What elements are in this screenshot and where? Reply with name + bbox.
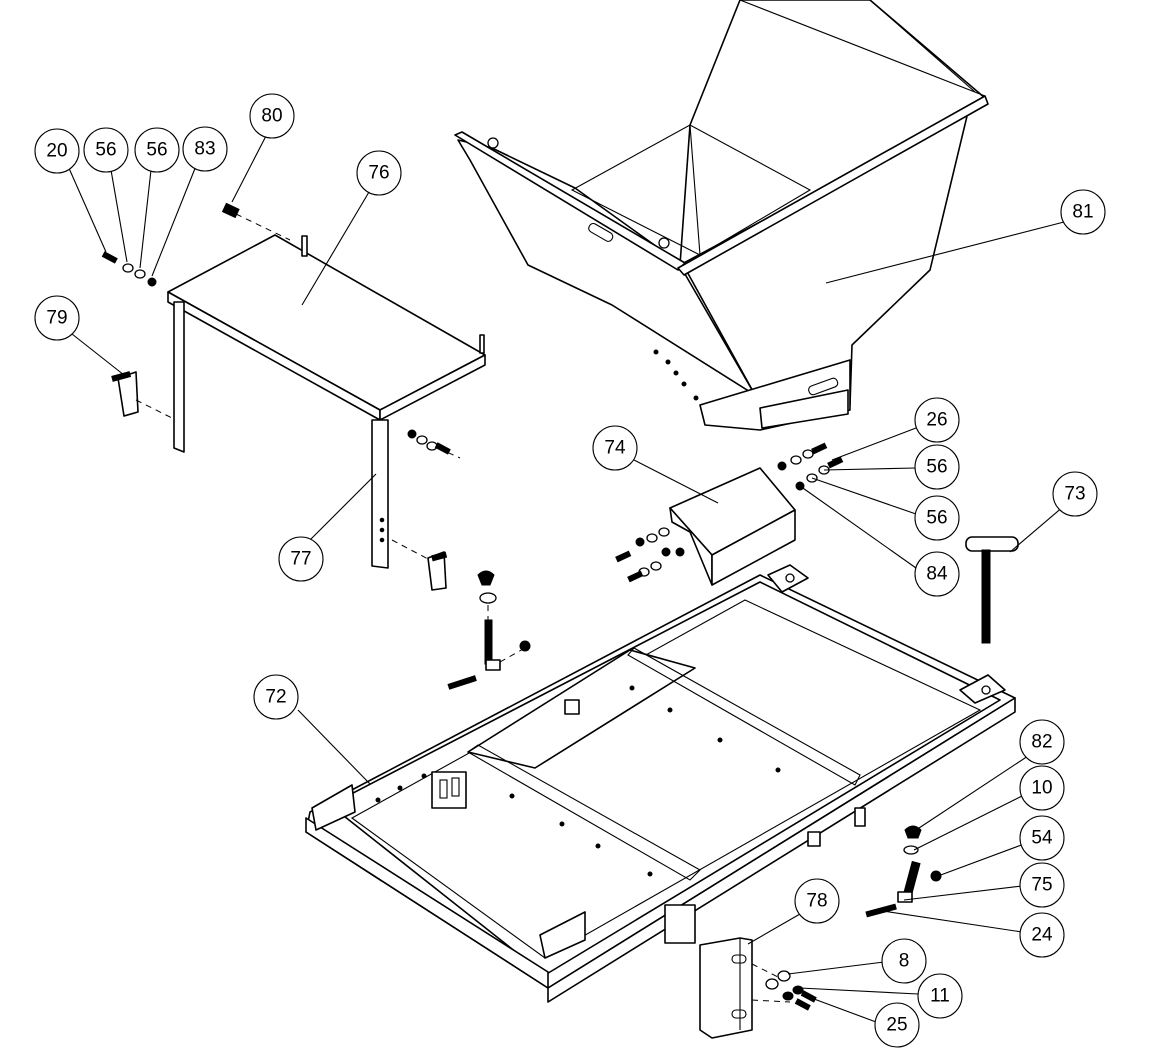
callout-26: 26 (914, 397, 960, 443)
callout-73: 73 (1052, 471, 1098, 517)
svg-text:73: 73 (1064, 484, 1085, 505)
svg-text:81: 81 (1072, 202, 1093, 223)
callout-75: 75 (1019, 862, 1065, 908)
callout-72: 72 (253, 674, 299, 720)
callout-56a: 56 (83, 127, 129, 173)
callout-79: 79 (34, 295, 80, 341)
callout-20: 20 (34, 128, 80, 174)
svg-text:72: 72 (265, 687, 286, 708)
callout-balloons: 20 56 56 83 80 76 81 79 77 74 26 56 56 8… (34, 93, 1106, 1048)
svg-text:56: 56 (926, 508, 947, 529)
svg-text:11: 11 (930, 986, 950, 1007)
svg-text:26: 26 (926, 410, 947, 431)
callout-81: 81 (1060, 189, 1106, 235)
cover-plate-part (669, 467, 796, 586)
svg-text:25: 25 (886, 1015, 907, 1036)
svg-text:80: 80 (261, 106, 282, 127)
svg-text:77: 77 (290, 549, 311, 570)
svg-text:24: 24 (1031, 925, 1053, 946)
leg-bracket-part (699, 937, 753, 1039)
svg-text:82: 82 (1031, 732, 1052, 753)
svg-text:54: 54 (1031, 828, 1053, 849)
callout-78: 78 (794, 878, 840, 924)
callout-82: 82 (1019, 719, 1065, 765)
callout-74: 74 (592, 425, 638, 471)
svg-text:56: 56 (146, 140, 167, 161)
callout-83: 83 (182, 126, 228, 172)
svg-text:75: 75 (1031, 875, 1052, 896)
callout-56c: 56 (914, 444, 960, 490)
callout-84: 84 (914, 551, 960, 597)
base-frame-part (305, 564, 1016, 1003)
svg-text:56: 56 (95, 140, 116, 161)
t-handle-part (965, 536, 1019, 644)
leader-lines (67, 133, 1065, 1023)
svg-text:74: 74 (604, 438, 626, 459)
svg-text:78: 78 (806, 891, 827, 912)
callout-80: 80 (249, 93, 295, 139)
callout-54: 54 (1019, 815, 1065, 861)
svg-text:10: 10 (1031, 778, 1052, 799)
callout-8: 8 (881, 938, 927, 984)
hopper-part (454, 0, 989, 431)
callout-56b: 56 (134, 127, 180, 173)
callout-10: 10 (1019, 765, 1065, 811)
callout-56d: 56 (914, 495, 960, 541)
callout-24: 24 (1019, 912, 1065, 958)
svg-text:79: 79 (46, 308, 67, 329)
callout-25: 25 (874, 1002, 920, 1048)
svg-text:8: 8 (899, 951, 910, 972)
svg-text:76: 76 (368, 163, 389, 184)
callout-11: 11 (917, 973, 963, 1019)
callout-77: 77 (278, 536, 324, 582)
svg-text:20: 20 (46, 141, 67, 162)
assembly-centerlines (135, 213, 791, 1003)
svg-text:84: 84 (926, 564, 948, 585)
svg-text:56: 56 (926, 457, 947, 478)
svg-text:83: 83 (194, 139, 215, 160)
callout-76: 76 (356, 150, 402, 196)
table-assembly-part (167, 234, 486, 569)
